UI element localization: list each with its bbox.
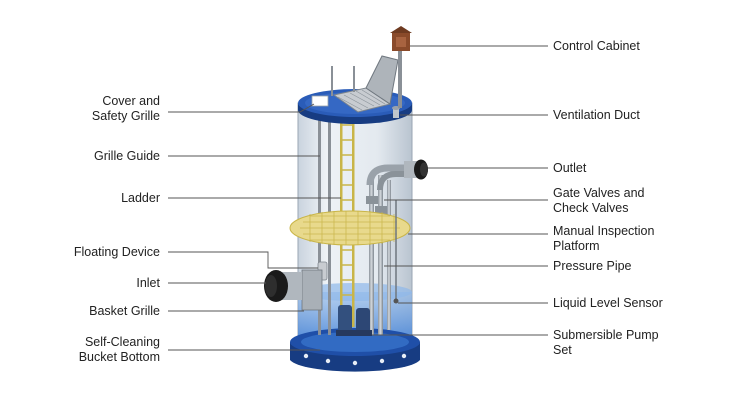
label-inspection-platform: Manual Inspection Platform xyxy=(553,224,654,254)
label-gate-valves-line2: Check Valves xyxy=(553,201,629,215)
label-grille-guide: Grille Guide xyxy=(94,149,160,163)
label-outlet: Outlet xyxy=(553,161,587,175)
bucket-bottom-flange xyxy=(290,328,420,372)
label-inlet: Inlet xyxy=(136,276,160,290)
liquid-level-sensor xyxy=(393,200,399,304)
leader-lines xyxy=(168,45,548,351)
label-gate-valves: Gate Valves and Check Valves xyxy=(553,186,645,216)
label-bucket-line1: Self-Cleaning xyxy=(84,335,160,349)
basket-grille xyxy=(301,269,323,311)
label-cover-safety-grille: Cover and Safety Grille xyxy=(60,94,160,124)
label-submersible-pump: Submersible Pump Set xyxy=(553,328,659,358)
label-platform-line2: Platform xyxy=(553,239,600,253)
label-pump-line2: Set xyxy=(553,343,572,357)
label-control-cabinet: Control Cabinet xyxy=(553,39,640,53)
label-liquid-level-sensor: Liquid Level Sensor xyxy=(553,296,663,310)
label-floating-device: Floating Device xyxy=(73,245,160,259)
label-pressure-pipe: Pressure Pipe xyxy=(553,259,632,273)
control-cabinet xyxy=(390,26,412,108)
inlet xyxy=(264,270,302,302)
outlet xyxy=(404,159,428,180)
label-cover-line2: Safety Grille xyxy=(91,109,160,123)
submersible-pump-set xyxy=(336,305,372,336)
label-gate-valves-line1: Gate Valves and xyxy=(553,186,645,200)
gate-valves xyxy=(366,164,408,214)
label-self-cleaning-bucket: Self-Cleaning Bucket Bottom xyxy=(40,335,160,365)
label-pump-line1: Submersible Pump xyxy=(553,328,659,342)
label-platform-line1: Manual Inspection xyxy=(553,224,655,238)
label-ladder: Ladder xyxy=(121,191,160,205)
label-bucket-line2: Bucket Bottom xyxy=(78,350,160,364)
inspection-platform xyxy=(289,210,411,246)
pressure-pipe xyxy=(369,175,391,335)
label-ventilation-duct: Ventilation Duct xyxy=(553,108,640,122)
label-cover-line1: Cover and xyxy=(102,94,160,108)
top-cover xyxy=(298,55,412,124)
label-basket-grille: Basket Grille xyxy=(89,304,160,318)
